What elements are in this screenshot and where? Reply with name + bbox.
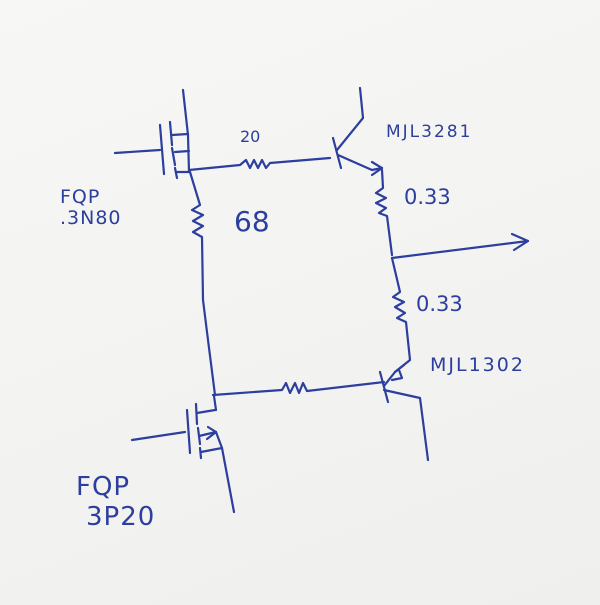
emitter-resistor-bottom [390, 256, 412, 374]
gate-resistor-top [187, 156, 332, 172]
emitter-resistor-top-label: 0.33 [404, 185, 451, 209]
top-transistor-label: MJL3281 [386, 122, 473, 142]
top-mosfet-label-line1: FQP [60, 186, 101, 208]
bias-resistor-68 [188, 170, 217, 397]
top-mosfet-symbol [113, 88, 192, 180]
bias-resistor-label: 68 [234, 205, 270, 238]
emitter-resistor-top [374, 168, 394, 257]
bottom-transistor-label: MJL1302 [430, 354, 525, 376]
emitter-resistor-bottom-label: 0.33 [416, 292, 463, 316]
top-transistor-symbol [331, 86, 384, 177]
gate-resistor-top-label: 20 [240, 127, 261, 146]
gate-resistor-bottom [211, 380, 386, 397]
bottom-mosfet-label-line2: 3P20 [86, 502, 156, 532]
bottom-mosfet-label: FQP 3P20 [76, 474, 155, 530]
top-mosfet-label-line2: .3N80 [60, 207, 122, 229]
bottom-mosfet-label-line1: FQP [76, 472, 131, 502]
bottom-transistor-symbol [378, 363, 430, 462]
bottom-mosfet-symbol [130, 394, 236, 514]
top-mosfet-label: FQP .3N80 [60, 188, 122, 228]
output-arrow [390, 232, 530, 260]
